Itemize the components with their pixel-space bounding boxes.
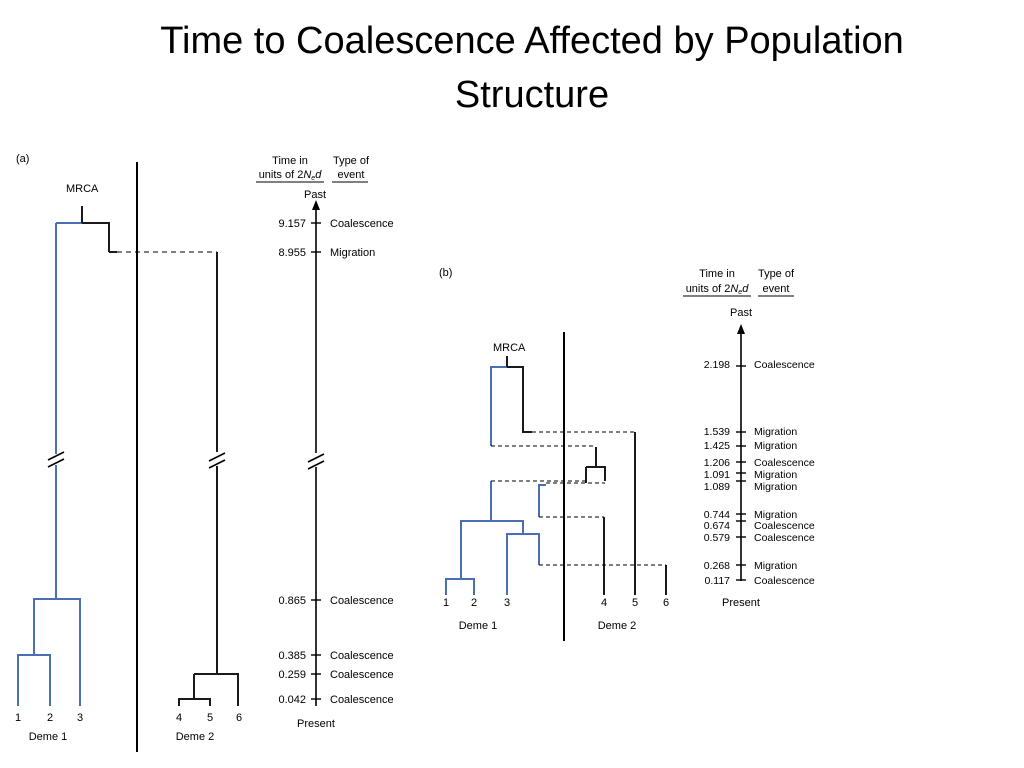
- panel-b-event-type: Coalescence: [754, 575, 815, 587]
- panel-a-event-type: Coalescence: [330, 669, 394, 681]
- panel-b-mrca-label: MRCA: [493, 342, 526, 354]
- panel-b-tip: 2: [471, 597, 477, 609]
- panel-b-event-type: Migration: [754, 509, 797, 521]
- panel-b-event-time: 0.744: [704, 509, 730, 521]
- panel-a-axis-arrow: [312, 200, 320, 210]
- panel-b-tip: 3: [504, 597, 510, 609]
- panel-b-time-header-1: Time in: [699, 268, 735, 280]
- panel-a-tip: 4: [176, 712, 182, 724]
- panel-a-event-type: Migration: [330, 247, 375, 259]
- panel-b-present-label: Present: [722, 597, 760, 609]
- panel-b-event-type: Coalescence: [754, 520, 815, 532]
- panel-b: (b) MRCA: [439, 267, 815, 641]
- panel-a-event-type: Coalescence: [330, 595, 394, 607]
- panel-b-event-time: 0.579: [704, 532, 730, 544]
- panel-a-present-label: Present: [297, 718, 335, 730]
- slide-title-line2: Structure: [454, 74, 610, 116]
- panel-b-event-time: 1.089: [704, 481, 730, 493]
- panel-b-event-time: 1.206: [704, 457, 730, 469]
- slide-title: Time to Coalescence Affected by Populati…: [60, 14, 1004, 122]
- panel-b-tip: 5: [632, 597, 638, 609]
- panel-a-deme2-tree: [178, 252, 239, 706]
- panel-b-past-label: Past: [730, 307, 752, 319]
- panel-a-type-header-1: Type of: [333, 155, 370, 167]
- panel-b-event-type: Coalescence: [754, 457, 815, 469]
- panel-a-time-header-2: units of 2Ned: [259, 169, 323, 182]
- panel-b-deme1-tree: [445, 366, 546, 595]
- panel-a-deme2-break: [208, 452, 226, 469]
- panel-a-migrant-lineage: [81, 206, 117, 253]
- panel-a-event-time: 8.955: [278, 247, 306, 259]
- panel-b-tip: 6: [663, 597, 669, 609]
- panel-a-deme1-break: [47, 451, 65, 468]
- panel-a-tip: 2: [47, 712, 53, 724]
- panel-a-event-time: 0.259: [278, 669, 306, 681]
- panel-a-deme1-tree: [17, 222, 82, 706]
- panel-a-tip: 6: [236, 712, 242, 724]
- panel-a-event-type: Coalescence: [330, 694, 394, 706]
- panel-b-event-time: 0.674: [704, 520, 730, 532]
- panel-b-event-type: Coalescence: [754, 359, 815, 371]
- panel-a-tip: 1: [15, 712, 21, 724]
- panel-b-type-header-2: event: [763, 283, 790, 295]
- panel-b-event-time: 1.425: [704, 440, 730, 452]
- panel-b-event-time: 1.539: [704, 426, 730, 438]
- panel-b-event-type: Coalescence: [754, 532, 815, 544]
- panel-b-event-type: Migration: [754, 469, 797, 481]
- panel-a-mrca-label: MRCA: [66, 183, 99, 195]
- slide-title-line1: Time to Coalescence Affected by Populati…: [160, 20, 904, 62]
- panel-a-tip: 3: [77, 712, 83, 724]
- panel-b-event-type: Migration: [754, 426, 797, 438]
- panel-a-time-header-1: Time in: [272, 155, 308, 167]
- panel-a-axis-break: [307, 453, 325, 470]
- panel-a-label: (a): [16, 153, 29, 165]
- panel-b-tip: 1: [443, 597, 449, 609]
- panel-b-event-type: Migration: [754, 481, 797, 493]
- panel-a-event-time: 0.385: [278, 650, 306, 662]
- panel-a-tip: 5: [207, 712, 213, 724]
- panel-a-event-time: 9.157: [278, 218, 306, 230]
- panel-a-event-time: 0.865: [278, 595, 306, 607]
- panel-b-deme2-tree: [506, 356, 667, 595]
- panel-b-event-time: 2.198: [704, 359, 730, 371]
- panel-a-event-time: 0.042: [278, 694, 306, 706]
- panel-a: (a) MRCA: [15, 153, 394, 752]
- panel-b-migration-dashes: [491, 431, 666, 566]
- panel-b-event-time: 1.091: [704, 469, 730, 481]
- panel-b-tip: 4: [601, 597, 607, 609]
- panel-b-deme1-label: Deme 1: [459, 620, 498, 632]
- panel-b-time-header-2: units of 2Ned: [686, 283, 750, 296]
- panel-a-type-header-2: event: [338, 169, 365, 181]
- panel-a-event-type: Coalescence: [330, 218, 394, 230]
- panel-a-deme2-label: Deme 2: [176, 731, 215, 743]
- panel-a-deme1-label: Deme 1: [29, 731, 68, 743]
- panel-b-event-type: Migration: [754, 560, 797, 572]
- panel-b-deme2-label: Deme 2: [598, 620, 637, 632]
- panel-b-label: (b): [439, 267, 452, 279]
- panel-b-event-time: 0.268: [704, 560, 730, 572]
- panel-a-past-label: Past: [304, 189, 326, 201]
- panel-b-event-time: 0.117: [705, 575, 731, 587]
- panel-b-type-header-1: Type of: [758, 268, 795, 280]
- panel-b-axis-arrow: [737, 324, 745, 334]
- panel-a-event-type: Coalescence: [330, 650, 394, 662]
- panel-b-event-type: Migration: [754, 440, 797, 452]
